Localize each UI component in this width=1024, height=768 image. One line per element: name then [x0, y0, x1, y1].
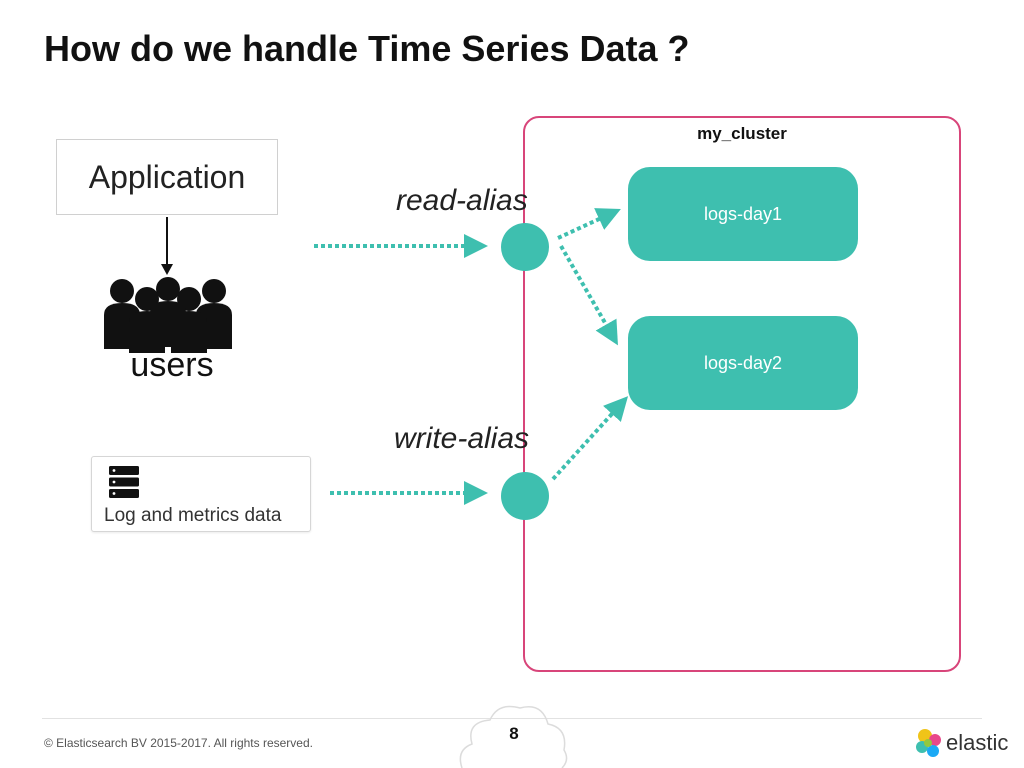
- index-logs-day1: logs-day1: [628, 167, 858, 261]
- users-label: users: [130, 346, 214, 384]
- footer-divider: [42, 718, 982, 719]
- log-metrics-source: Log and metrics data: [91, 456, 311, 532]
- write-alias-label: write-alias: [394, 422, 530, 455]
- log-metrics-label: Log and metrics data: [104, 505, 282, 526]
- index-logs-day2-label: logs-day2: [703, 352, 783, 373]
- read-alias-label: read-alias: [396, 184, 528, 217]
- copyright-text: © Elasticsearch BV 2015-2017. All rights…: [44, 736, 313, 750]
- slide-title: How do we handle Time Series Data ?: [44, 28, 690, 69]
- read-alias-to-day2-arrow: [559, 245, 618, 346]
- users-group-icon: [104, 277, 232, 353]
- app-to-users-arrowhead: [161, 264, 173, 275]
- server-stack-icon: [109, 466, 139, 498]
- index-logs-day2: logs-day2: [628, 316, 858, 410]
- page-number: 8: [509, 724, 519, 743]
- application-box: Application: [56, 139, 278, 215]
- read-alias-node: [501, 223, 549, 271]
- application-label: Application: [88, 158, 246, 195]
- write-alias-to-day2-arrow: [551, 396, 629, 481]
- write-alias-node: [501, 472, 549, 520]
- cloud-decoration-icon: [459, 705, 568, 768]
- cluster-boundary: [523, 116, 961, 672]
- index-logs-day1-label: logs-day1: [703, 203, 783, 224]
- brand-name: elastic: [946, 730, 1009, 755]
- read-alias-to-day1-arrow: [557, 208, 621, 240]
- cluster-label: my_cluster: [697, 124, 787, 143]
- elastic-logo-icon: [916, 729, 941, 757]
